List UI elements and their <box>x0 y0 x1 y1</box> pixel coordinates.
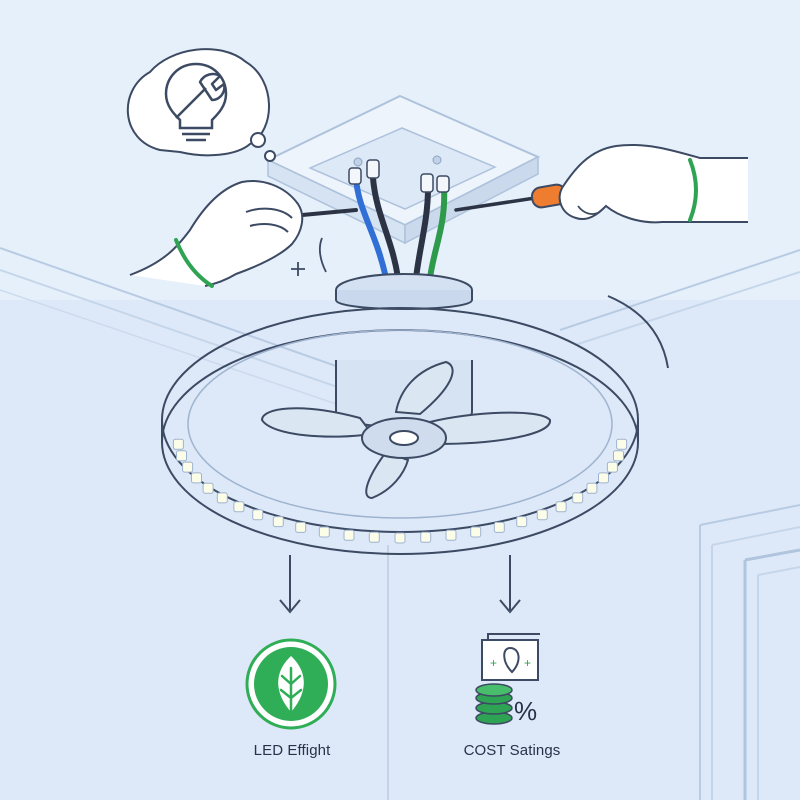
led-chip <box>295 521 307 533</box>
led-chip <box>586 482 598 494</box>
left-hand-screwdriver <box>129 180 358 288</box>
led-chip <box>233 501 245 513</box>
percent-sign: % <box>514 696 537 726</box>
led-chip <box>420 531 432 543</box>
leaf-icon <box>245 638 337 730</box>
led-chip <box>172 438 184 450</box>
led-chip <box>216 492 228 504</box>
led-chip <box>343 529 355 541</box>
plus-sign-left: + <box>490 656 497 670</box>
led-chip <box>470 526 482 538</box>
led-chip <box>202 482 214 494</box>
led-chip <box>191 472 202 484</box>
benefit-label-led: LED Effight <box>253 742 331 759</box>
led-light-strip <box>172 438 628 544</box>
led-chip <box>598 472 609 484</box>
down-arrow-icon <box>499 555 521 614</box>
led-chip <box>182 461 194 473</box>
led-chip <box>445 529 457 541</box>
thought-bubble <box>126 48 276 162</box>
led-chip <box>555 501 567 513</box>
led-chip <box>252 509 264 521</box>
led-chip <box>572 492 584 504</box>
led-chip <box>176 450 187 462</box>
electrical-wires <box>348 159 450 281</box>
led-chip <box>536 509 548 521</box>
fan-blades <box>260 360 551 500</box>
coins-percent-icon: + + % <box>475 633 540 726</box>
benefit-label-cost: COST Satings <box>463 742 561 759</box>
led-chip <box>368 531 380 543</box>
led-chip <box>318 526 330 538</box>
led-chip <box>394 532 406 544</box>
led-chip <box>516 516 528 528</box>
led-chip <box>272 516 284 528</box>
down-arrow-icon <box>279 555 301 614</box>
led-chip <box>606 461 618 473</box>
led-chip <box>493 521 505 533</box>
led-ring-fixture <box>161 307 639 555</box>
led-chip <box>616 438 628 450</box>
plus-sign-right: + <box>524 656 531 670</box>
led-chip <box>613 450 624 462</box>
bulb-wrench-icon <box>164 62 228 142</box>
right-hand-screwdriver <box>454 143 748 224</box>
